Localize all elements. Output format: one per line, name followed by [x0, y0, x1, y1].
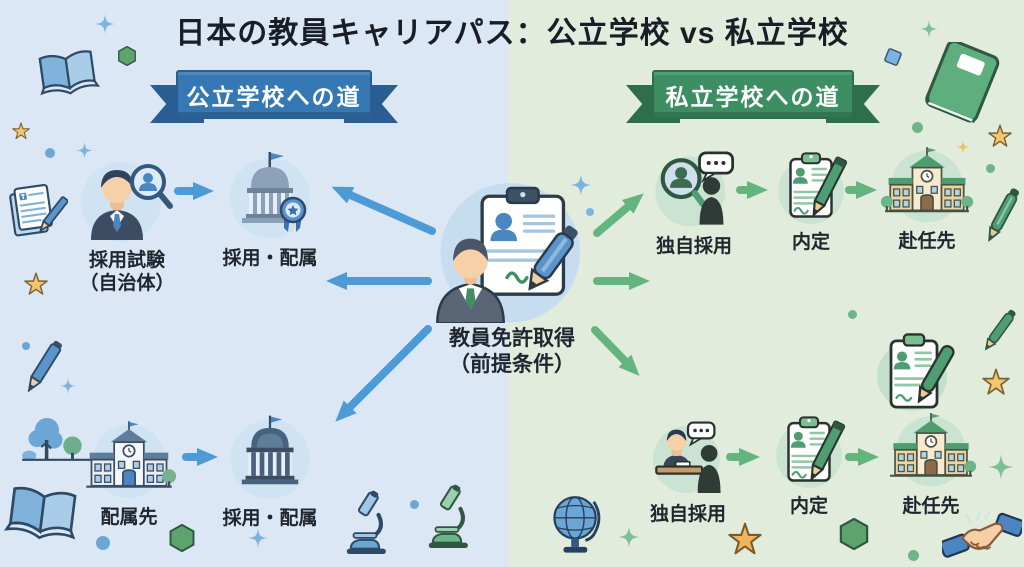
private-recruit-top-step: 独自採用: [644, 140, 744, 258]
dot-icon: [96, 536, 110, 550]
teaching-license-clipboard-icon: [436, 182, 581, 324]
center-license-node: 教員免許取得 （前提条件）: [428, 178, 596, 377]
private-post-bottom-label: 赴任先: [902, 495, 960, 517]
recruitment-exam-icon: [81, 162, 173, 242]
private-offer-top-step: 内定: [768, 146, 854, 254]
sparkle-icon: [920, 20, 938, 43]
handshake-icon: [939, 502, 1024, 567]
dot-icon: [986, 164, 995, 173]
pencil-icon: [20, 334, 66, 407]
interview-desk-icon: [652, 421, 721, 493]
private-banner-label: 私立学校への道: [652, 70, 854, 119]
school-building-icon: [880, 147, 974, 223]
private-recruit-top-label: 独自採用: [655, 236, 732, 257]
public-hire-bottom-label: 採用・配属: [222, 508, 318, 529]
hexagon-icon: [168, 523, 196, 557]
pen-icon: [980, 302, 1018, 365]
sparkle-icon: [95, 14, 115, 39]
public-hire-top-label: 採用・配属: [222, 248, 318, 269]
hexagon-icon: [838, 517, 870, 555]
public-assignment-label: 配属先: [100, 507, 158, 529]
sparkle-icon: [248, 528, 268, 553]
dot-icon: [45, 148, 55, 158]
private-post-bottom-step: 赴任先: [882, 408, 980, 518]
resume-clipboard-icon: [868, 328, 960, 425]
dot-icon: [22, 342, 30, 350]
offer-document-icon: [776, 416, 846, 488]
page-title: 日本の教員キャリアパス：公立学校 vs 私立学校: [175, 17, 849, 50]
offer-document-icon: [778, 152, 848, 224]
government-building-badge-icon: [230, 152, 310, 238]
private-post-top-label: 赴任先: [898, 231, 956, 253]
public-banner-label: 公立学校への道: [176, 70, 372, 119]
sparkle-icon: [570, 174, 592, 201]
public-school-banner: 公立学校への道: [150, 70, 398, 134]
public-exam-label: 採用試験 （自治体）: [79, 250, 175, 295]
microscope-icon: [422, 480, 476, 559]
dot-icon: [848, 310, 857, 319]
public-assignment-step: 配属先: [76, 416, 182, 529]
open-book-icon: [1, 482, 84, 551]
star-icon: [12, 122, 30, 145]
school-building-icon: [86, 421, 177, 499]
dot-icon: [586, 208, 594, 216]
dot-icon: [912, 122, 923, 133]
star-icon: [728, 522, 762, 561]
dot-icon: [908, 550, 919, 561]
star-icon: [988, 124, 1012, 153]
private-offer-bottom-label: 内定: [789, 496, 828, 517]
star-icon: [982, 368, 1010, 401]
trees-icon: [20, 410, 98, 475]
private-recruit-bottom-label: 独自採用: [649, 504, 726, 525]
sparkle-icon: [956, 140, 970, 159]
diamond-icon: [878, 42, 908, 77]
private-offer-top-label: 内定: [791, 232, 830, 253]
microscope-icon: [340, 486, 394, 565]
capitol-building-icon: [230, 415, 310, 499]
dot-icon: [410, 500, 419, 509]
sparkle-icon: [618, 526, 640, 553]
public-exam-step: 採用試験 （自治体）: [72, 146, 182, 295]
document-pencil-icon: [4, 180, 69, 249]
public-hire-top-step: 採用・配属: [215, 144, 325, 270]
closed-book-icon: [922, 39, 1004, 133]
pen-icon: [980, 180, 1024, 257]
hexagon-icon: [117, 45, 137, 71]
private-post-top-step: 赴任先: [876, 142, 978, 254]
private-recruit-bottom-step: 独自採用: [640, 412, 736, 526]
sparkle-icon: [76, 142, 93, 164]
private-offer-bottom-step: 内定: [766, 410, 852, 518]
open-book-icon: [33, 46, 103, 105]
school-building-icon: [890, 413, 977, 487]
interview-search-icon: [655, 151, 735, 227]
private-school-banner: 私立学校への道: [626, 70, 880, 134]
star-icon: [24, 272, 48, 301]
sparkle-icon: [988, 454, 1014, 485]
public-hire-bottom-step: 採用・配属: [218, 410, 322, 530]
sparkle-icon: [60, 378, 76, 399]
globe-icon: [548, 486, 606, 565]
center-node-label: 教員免許取得 （前提条件）: [449, 327, 575, 376]
